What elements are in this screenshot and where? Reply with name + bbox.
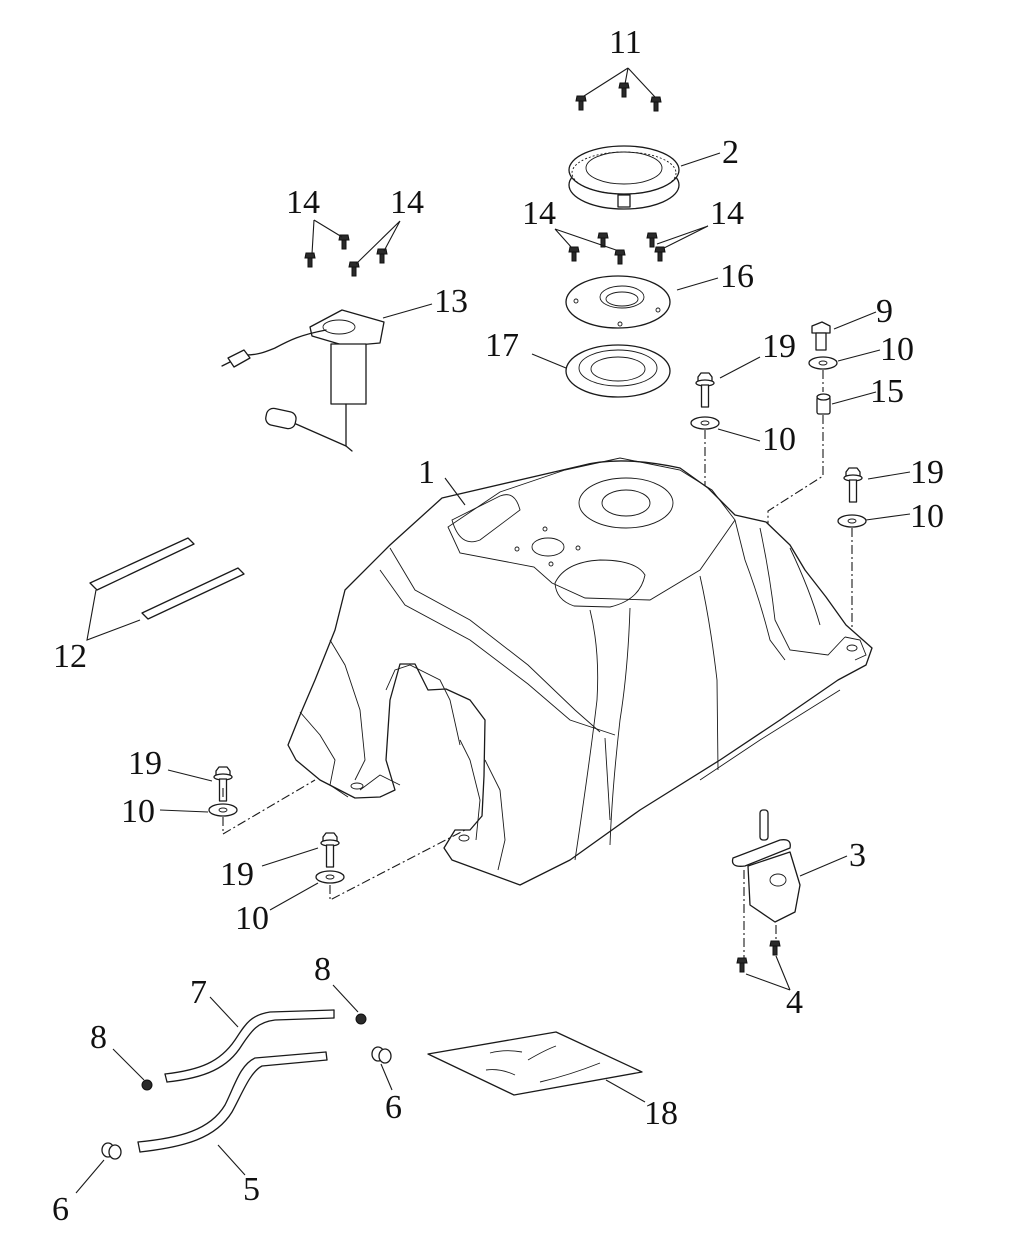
pads-12 [89,537,245,620]
hose-7 [164,1009,335,1083]
washer-10 [208,803,238,817]
callout-6b: 6 [385,1089,402,1126]
callout-18: 18 [644,1095,678,1132]
washer-10 [315,870,345,884]
callout-10b: 10 [880,331,914,368]
callout-9: 9 [876,293,893,330]
callout-1: 1 [418,454,435,491]
washer-10 [837,514,867,528]
collar-15 [816,393,831,415]
bolt-19 [695,372,715,408]
callout-10e: 10 [235,900,269,937]
bolt-9 [811,321,831,351]
fuel-tank-1 [287,457,873,886]
gasket-17 [565,344,671,398]
fuel-valve-3 [731,809,801,923]
screws-11 [575,82,662,112]
callout-19a: 19 [762,328,796,365]
callout-5: 5 [243,1171,260,1208]
hose-5 [137,1051,328,1153]
clip-6 [101,1046,392,1160]
callout-7: 7 [190,974,207,1011]
callout-19c: 19 [910,454,944,491]
callout-14c: 14 [522,195,556,232]
callout-8b: 8 [314,951,331,988]
callout-19d: 19 [220,856,254,893]
callout-17: 17 [485,327,519,364]
callout-19b: 19 [128,745,162,782]
callout-16: 16 [720,258,754,295]
callout-12: 12 [53,638,87,675]
callout-11: 11 [609,24,642,61]
callout-3: 3 [849,837,866,874]
callout-8a: 8 [90,1019,107,1056]
callout-13: 13 [434,283,468,320]
callout-14d: 14 [710,195,744,232]
callout-10d: 10 [121,793,155,830]
callout-6a: 6 [52,1191,69,1228]
leader-11 [583,67,656,98]
fuel-level-sender-13 [221,309,385,452]
washer-10 [690,416,720,430]
screws-14-left [304,234,388,277]
callout-14a: 14 [286,184,320,221]
callout-10c: 10 [910,498,944,535]
callout-4: 4 [786,984,803,1021]
callout-2: 2 [722,134,739,171]
flange-plate-16 [565,275,671,329]
callout-10a: 10 [762,421,796,458]
washer-10 [808,356,838,370]
bolt-19 [320,832,340,868]
fuel-pump-flange-2 [568,145,680,210]
callout-14b: 14 [390,184,424,221]
callout-15: 15 [870,373,904,410]
bolt-19 [843,467,863,503]
sheet-18 [427,1031,643,1096]
screws-14-center [568,232,666,265]
clip-8 [141,1013,367,1091]
